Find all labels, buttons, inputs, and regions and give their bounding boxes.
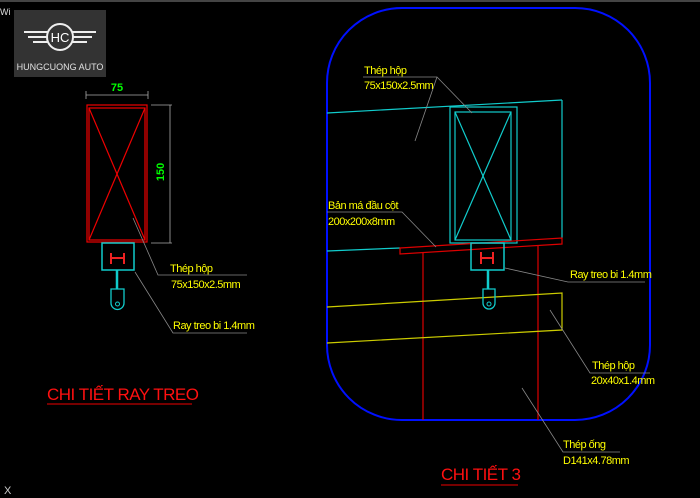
column-plate bbox=[399, 237, 563, 420]
box-steel-section bbox=[86, 104, 148, 243]
label-plate-size: 200x200x8mm bbox=[328, 216, 395, 228]
label-small-box-size: 20x40x1.4mm bbox=[591, 375, 655, 387]
detail-rail-title: CHI TIẾT RAY TREO bbox=[47, 385, 199, 404]
dimension-height-value: 150 bbox=[155, 163, 167, 181]
logo-initials: HC bbox=[51, 30, 70, 45]
label-plate-name: Bản má đầu cột bbox=[328, 200, 398, 212]
label-pipe-size: D141x4.78mm bbox=[563, 455, 629, 467]
label-main-box-size: 75x150x2.5mm bbox=[364, 80, 434, 92]
main-beam bbox=[326, 99, 563, 252]
label-small-box-name: Thép hộp bbox=[592, 360, 635, 372]
logo-brand: HUNGCUONG AUTO bbox=[17, 62, 104, 72]
label-main-box-name: Thép hộp bbox=[364, 65, 407, 77]
dimension-height bbox=[151, 104, 172, 244]
label-pipe-name: Thép ống bbox=[563, 439, 606, 451]
leaders-3 bbox=[327, 76, 650, 453]
detail-rail: 75 150 Thép hộp 75x150x2.5mm Ray treo bi… bbox=[47, 82, 255, 405]
label-box-steel-size: 75x150x2.5mm bbox=[171, 279, 241, 291]
dimension-width bbox=[85, 91, 149, 99]
detail-3: Thép hộp 75x150x2.5mm Bản má đầu cột 200… bbox=[326, 7, 655, 486]
rail-hanger bbox=[101, 242, 135, 311]
window-title-fragment: Wi bbox=[0, 7, 11, 17]
label-rail: Ray treo bi 1.4mm bbox=[173, 320, 255, 332]
leaders bbox=[132, 217, 247, 334]
label-rail-3: Ray treo bi 1.4mm bbox=[570, 269, 652, 281]
logo-wings-icon bbox=[24, 23, 96, 51]
detail-frame bbox=[326, 7, 651, 421]
rail-hanger-3 bbox=[470, 242, 505, 310]
ucs-x-axis-icon: X bbox=[4, 485, 12, 497]
detail-3-title: CHI TIẾT 3 bbox=[441, 465, 520, 484]
secondary-beam bbox=[326, 292, 563, 344]
logo: HC HUNGCUONG AUTO bbox=[14, 10, 106, 77]
label-box-steel-name: Thép hộp bbox=[170, 263, 213, 275]
dimension-width-value: 75 bbox=[111, 82, 123, 94]
